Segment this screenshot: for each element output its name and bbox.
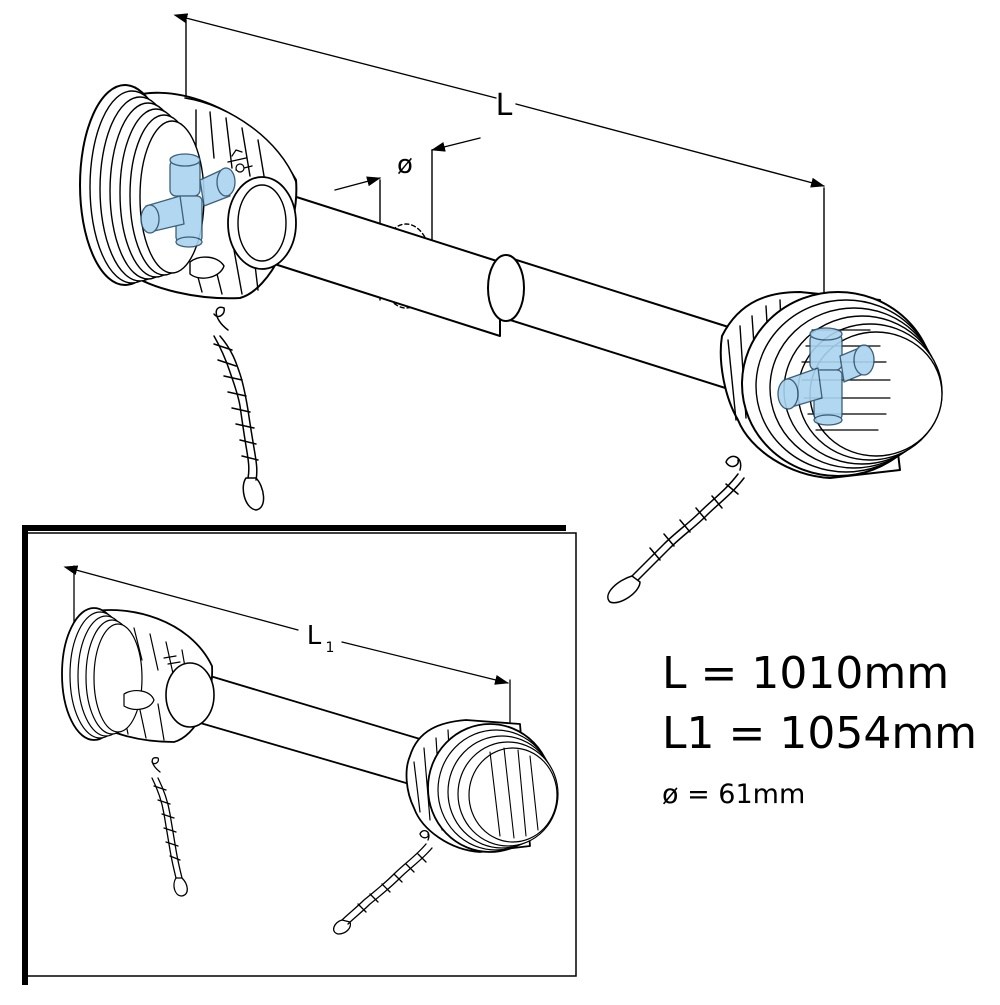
spec-length: L = 1010mm xyxy=(662,648,950,699)
left-guard xyxy=(79,84,298,300)
inset-length-subscript: 1 xyxy=(326,640,335,656)
inset-shaft-drawing: L 1 xyxy=(61,565,559,935)
right-universal-joint xyxy=(777,327,875,426)
main-shaft-drawing: L ø xyxy=(79,13,943,604)
inset-right-chain xyxy=(332,829,433,935)
left-chain xyxy=(213,306,265,511)
spec-diameter: ø = 61mm xyxy=(662,779,806,810)
left-universal-joint xyxy=(140,153,236,248)
inset-left-chain xyxy=(151,757,188,897)
inner-tube xyxy=(487,254,739,393)
inset-box xyxy=(22,525,577,985)
main-length-label: L xyxy=(496,88,513,123)
inset-length-label: L xyxy=(307,621,322,651)
inset-right-guard xyxy=(405,719,559,853)
right-chain xyxy=(607,455,745,604)
main-diameter-label: ø xyxy=(397,150,413,180)
inset-left-guard xyxy=(61,607,215,743)
spec-length-1: L1 = 1054mm xyxy=(662,708,978,759)
